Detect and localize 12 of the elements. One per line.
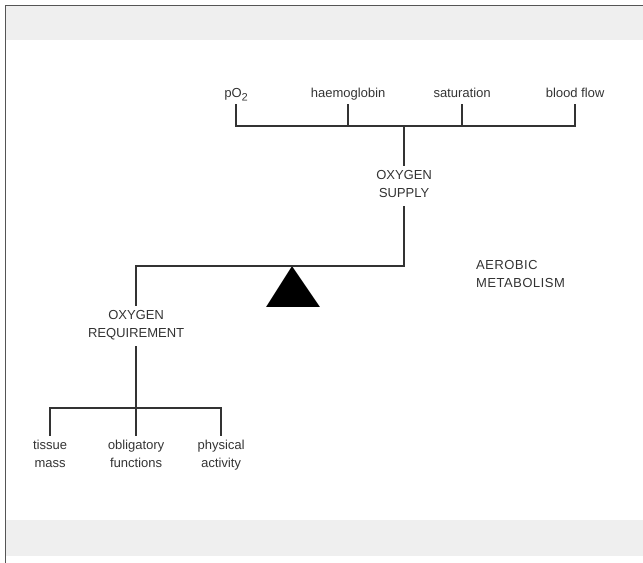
quantity-label: blood flow bbox=[535, 84, 615, 102]
factor-label: tissue mass bbox=[25, 436, 75, 472]
bracket-line bbox=[403, 104, 576, 166]
balance-term: OXYGEN REQUIREMENT bbox=[66, 306, 206, 342]
note-label: AEROBIC METABOLISM bbox=[476, 256, 566, 292]
quantity-label: pO$_{2}$ bbox=[219, 84, 253, 107]
quantity-label: haemoglobin bbox=[303, 84, 393, 102]
quantity-label: saturation bbox=[422, 84, 502, 102]
factor-label: obligatory functions bbox=[98, 436, 174, 472]
factor-label: physical activity bbox=[186, 436, 256, 472]
balance-term: OXYGEN SUPPLY bbox=[354, 166, 454, 202]
balance-beam bbox=[135, 206, 405, 306]
